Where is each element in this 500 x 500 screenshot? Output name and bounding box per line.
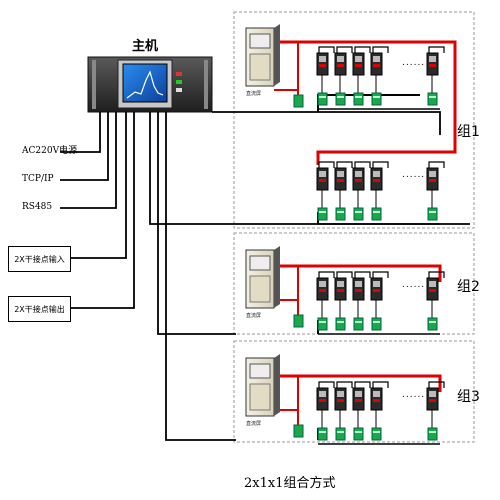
battery-module — [370, 161, 389, 221]
port-tcp-ip: TCP/IP — [22, 174, 54, 184]
host-unit — [87, 56, 213, 113]
cabinet-1-label: 直流屏 — [246, 91, 262, 97]
battery-module — [352, 381, 371, 441]
battery-modules — [293, 46, 445, 445]
dry-contact-input-box: 2X干接点输入 — [8, 246, 71, 272]
battery-module — [316, 271, 335, 331]
ellipsis-row-1: ...... — [402, 58, 426, 68]
battery-module — [352, 46, 371, 106]
group-3-label: 组3 — [457, 389, 480, 405]
battery-module — [370, 46, 389, 106]
battery-module — [352, 271, 371, 331]
group-1-label: 组1 — [457, 124, 480, 140]
battery-module — [316, 161, 335, 221]
port-rs485: RS485 — [22, 202, 53, 212]
ellipsis-row-2: ...... — [402, 170, 426, 180]
group-1-wiring — [274, 40, 457, 224]
battery-module — [316, 46, 335, 106]
host-title: 主机 — [132, 39, 159, 54]
ellipsis-row-4: ...... — [402, 390, 426, 400]
dc-cabinet-1 — [245, 24, 280, 87]
battery-module — [334, 161, 353, 221]
cabinet-sensor — [293, 94, 304, 108]
battery-module — [352, 161, 371, 221]
battery-module — [370, 381, 389, 441]
group-1-frame — [233, 11, 475, 229]
dc-cabinet-2 — [245, 246, 280, 309]
cabinet-sensor — [293, 424, 304, 438]
diagram-caption: 2x1x1组合方式 — [244, 476, 336, 491]
cabinet-3-label: 直流屏 — [246, 421, 262, 427]
battery-module — [426, 46, 445, 106]
dc-cabinet-3 — [245, 354, 280, 417]
cabinet-sensor — [293, 314, 304, 328]
group-2-label: 组2 — [457, 279, 480, 295]
group-3-frame — [233, 340, 475, 443]
battery-module — [370, 271, 389, 331]
battery-module — [426, 271, 445, 331]
battery-module — [334, 46, 353, 106]
ellipsis-row-3: ...... — [402, 280, 426, 290]
cabinet-2-label: 直流屏 — [246, 313, 262, 319]
dry-contact-output-box: 2X干接点输出 — [8, 296, 71, 322]
port-ac-power: AC220V电源 — [22, 146, 78, 156]
battery-module — [426, 381, 445, 441]
battery-module — [334, 381, 353, 441]
battery-module — [426, 161, 445, 221]
battery-module — [334, 271, 353, 331]
battery-module — [316, 381, 335, 441]
